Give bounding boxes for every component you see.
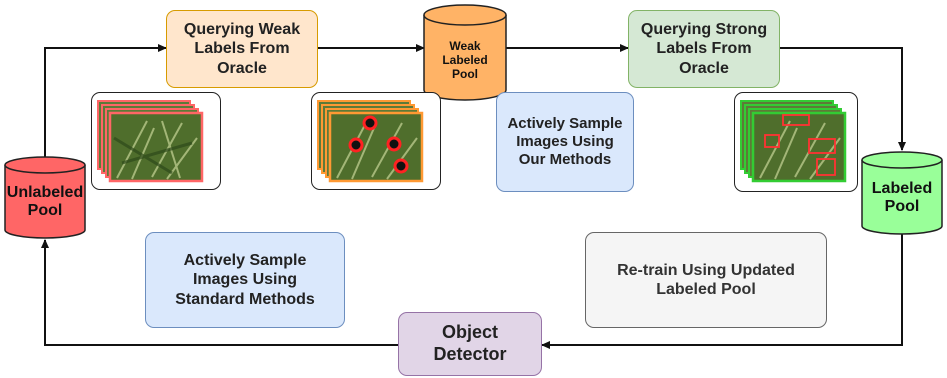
strong-labeled-image-stack [740, 100, 847, 183]
weak-pool-label: Weak Labeled Pool [442, 39, 488, 81]
unlabeled-image-stack [97, 100, 204, 183]
strong-labeled-images-thumbnail [734, 92, 858, 192]
box-annotations [764, 114, 836, 176]
object-detector-box: Object Detector [398, 312, 542, 376]
strong-labeled-image-stack-frames [740, 100, 847, 183]
labeled-pool-cylinder [861, 151, 943, 235]
our-methods-box: Actively Sample Images Using Our Methods [496, 92, 634, 192]
labeled-pool-label: Labeled Pool [871, 179, 933, 215]
arrow-detector-to-unlabeled [41, 239, 398, 346]
unlabeled-pool-cylinder [4, 156, 86, 239]
weak-query-box: Querying Weak Labels From Oracle [166, 10, 318, 88]
unlabeled-pool-label: Unlabeled Pool [6, 183, 84, 219]
retrain-box: Re-train Using Updated Labeled Pool [585, 232, 827, 328]
arrow-strong-query-to-labeled [780, 47, 906, 151]
strong-query-box: Querying Strong Labels From Oracle [628, 10, 780, 88]
standard-methods-box: Actively Sample Images Using Standard Me… [145, 232, 345, 328]
point-annotations [348, 115, 409, 174]
unlabeled-images-thumbnail [91, 92, 221, 190]
weak-labeled-image-stack [317, 100, 424, 183]
unlabeled-image-stack-frames [97, 100, 204, 183]
arrow-unlabeled-to-weak-query [44, 44, 167, 158]
arrow-labeled-to-detector [541, 232, 903, 349]
weak-labeled-images-thumbnail [311, 92, 441, 190]
